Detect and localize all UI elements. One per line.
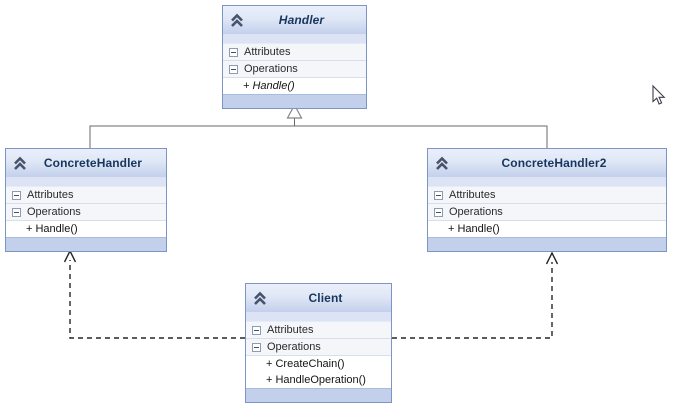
operations-section-row[interactable]: Operations bbox=[246, 339, 391, 356]
method-row: + CreateChain() bbox=[246, 356, 391, 372]
method-row: + Handle() bbox=[6, 221, 166, 237]
class-header[interactable]: ConcreteHandler2 bbox=[428, 149, 666, 177]
attributes-label: Attributes bbox=[267, 324, 314, 336]
attributes-label: Attributes bbox=[449, 189, 496, 201]
operations-label: Operations bbox=[267, 341, 321, 353]
operations-label: Operations bbox=[449, 206, 503, 218]
minus-box-icon[interactable] bbox=[252, 325, 261, 335]
footer-band bbox=[246, 388, 391, 402]
mouse-cursor-icon bbox=[652, 84, 666, 105]
header-band bbox=[6, 177, 166, 187]
collapse-chevron-icon[interactable] bbox=[11, 154, 29, 172]
attributes-section-row[interactable]: Attributes bbox=[246, 322, 391, 339]
footer-band bbox=[428, 237, 666, 251]
collapse-chevron-icon[interactable] bbox=[228, 11, 246, 29]
header-band bbox=[223, 34, 366, 44]
header-band bbox=[246, 312, 391, 322]
dependency-arrow-client-to-concretehandler2[interactable] bbox=[392, 251, 559, 339]
operations-label: Operations bbox=[244, 63, 298, 75]
collapse-chevron-icon[interactable] bbox=[251, 289, 269, 307]
class-title: Handler bbox=[278, 13, 325, 27]
class-box-concretehandler[interactable]: ConcreteHandler Attributes Operations + … bbox=[5, 148, 167, 252]
dependency-arrow-client-to-concretehandler[interactable] bbox=[63, 249, 246, 339]
attributes-section-row[interactable]: Attributes bbox=[6, 187, 166, 204]
minus-box-icon[interactable] bbox=[434, 190, 443, 200]
class-title: ConcreteHandler2 bbox=[501, 156, 607, 170]
class-header[interactable]: Client bbox=[246, 284, 391, 312]
operations-section-row[interactable]: Operations bbox=[428, 204, 666, 221]
method-row: + Handle() bbox=[428, 221, 666, 237]
attributes-section-row[interactable]: Attributes bbox=[223, 44, 366, 61]
class-box-client[interactable]: Client Attributes Operations + CreateCha… bbox=[245, 283, 392, 403]
class-title: Client bbox=[308, 291, 343, 305]
class-box-concretehandler2[interactable]: ConcreteHandler2 Attributes Operations +… bbox=[427, 148, 667, 252]
operations-section-row[interactable]: Operations bbox=[6, 204, 166, 221]
method-row: + HandleOperation() bbox=[246, 372, 391, 388]
minus-box-icon[interactable] bbox=[229, 47, 238, 57]
class-title: ConcreteHandler bbox=[43, 156, 143, 170]
class-header[interactable]: ConcreteHandler bbox=[6, 149, 166, 177]
footer-band bbox=[223, 94, 366, 108]
minus-box-icon[interactable] bbox=[434, 207, 443, 217]
class-header[interactable]: Handler bbox=[223, 6, 366, 34]
class-box-handler[interactable]: Handler Attributes Operations + Handle() bbox=[222, 5, 367, 109]
inheritance-triangle-icon bbox=[286, 103, 303, 119]
header-band bbox=[428, 177, 666, 187]
minus-box-icon[interactable] bbox=[12, 190, 21, 200]
method-row: + Handle() bbox=[223, 78, 366, 94]
operations-section-row[interactable]: Operations bbox=[223, 61, 366, 78]
open-arrowhead-icon bbox=[545, 251, 559, 265]
minus-box-icon[interactable] bbox=[229, 64, 238, 74]
attributes-label: Attributes bbox=[244, 46, 291, 58]
inheritance-connector[interactable] bbox=[89, 118, 548, 148]
minus-box-icon[interactable] bbox=[252, 342, 261, 352]
attributes-label: Attributes bbox=[27, 189, 74, 201]
minus-box-icon[interactable] bbox=[12, 207, 21, 217]
attributes-section-row[interactable]: Attributes bbox=[428, 187, 666, 204]
operations-label: Operations bbox=[27, 206, 81, 218]
collapse-chevron-icon[interactable] bbox=[433, 154, 451, 172]
footer-band bbox=[6, 237, 166, 251]
